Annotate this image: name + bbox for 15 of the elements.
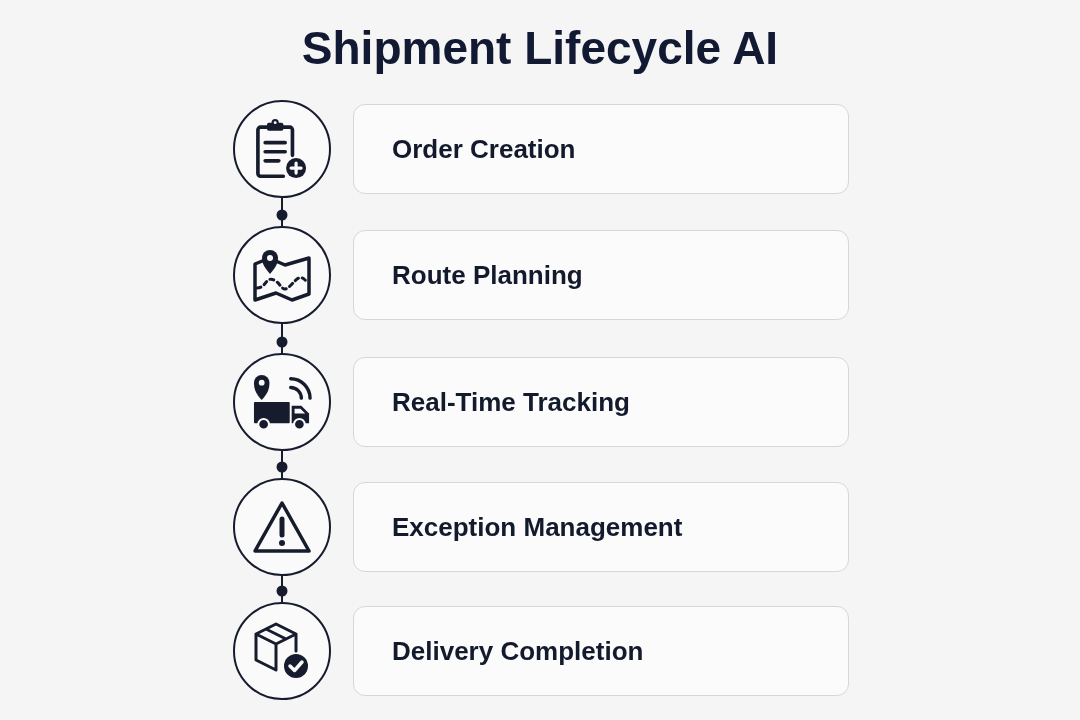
- step-label: Real-Time Tracking: [392, 386, 631, 418]
- step-label: Route Planning: [392, 259, 584, 291]
- diagram-title: Shipment Lifecycle AI: [301, 21, 779, 76]
- step-card: [353, 606, 849, 696]
- connector-line: [276, 323, 288, 354]
- step-card: [353, 230, 849, 320]
- connector-line: [276, 197, 288, 227]
- step-label: Delivery Completion: [392, 635, 645, 667]
- connector-line: [276, 575, 288, 603]
- step-label: Exception Management: [392, 511, 684, 543]
- step-label: Order Creation: [392, 133, 577, 165]
- step-card: [353, 104, 849, 194]
- connector-line: [276, 450, 288, 479]
- step-card: [353, 357, 849, 447]
- step-card: [353, 482, 849, 572]
